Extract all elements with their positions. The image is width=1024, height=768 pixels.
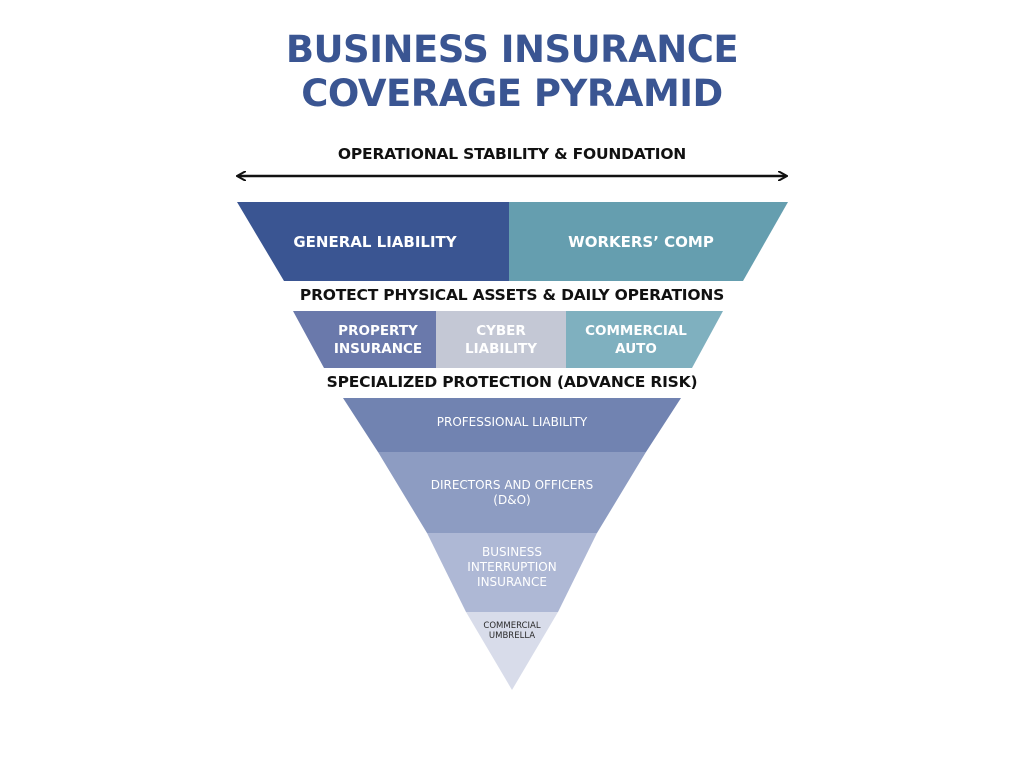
cyber-liability-label-line-1: CYBER bbox=[476, 322, 526, 339]
commercial-auto-label-line-2: AUTO bbox=[615, 340, 657, 357]
workers-comp-block bbox=[509, 202, 788, 281]
professional-liability-label: PROFESSIONAL LIABILITY bbox=[378, 398, 646, 446]
business-interruption-label-line-3: INSURANCE bbox=[477, 574, 547, 589]
general-liability-block bbox=[237, 202, 509, 281]
cyber-liability-block bbox=[436, 311, 566, 368]
diagram-title: BUSINESS INSURANCE COVERAGE PYRAMID bbox=[0, 28, 1024, 116]
professional-liability-label-line-1: PROFESSIONAL LIABILITY bbox=[436, 415, 588, 429]
commercial-umbrella-block bbox=[466, 612, 558, 690]
business-interruption-label: BUSINESS INTERRUPTION INSURANCE bbox=[440, 540, 584, 594]
tier-2-heading: PROTECT PHYSICAL ASSETS & DAILY OPERATIO… bbox=[299, 286, 725, 304]
business-interruption-block bbox=[427, 533, 597, 612]
directors-officers-label-line-2: (D&O) bbox=[493, 493, 531, 507]
professional-liability-block bbox=[343, 398, 681, 452]
workers-comp-label: WORKERS’ COMP bbox=[568, 232, 714, 251]
tier-1-heading: OPERATIONAL STABILITY & FOUNDATION bbox=[337, 145, 687, 163]
title-line-1: BUSINESS INSURANCE bbox=[285, 28, 739, 71]
business-interruption-label-line-1: BUSINESS bbox=[482, 544, 542, 559]
commercial-auto-label-line-1: COMMERCIAL bbox=[585, 322, 687, 339]
general-liability-label: GENERAL LIABILITY bbox=[293, 232, 457, 251]
property-insurance-block bbox=[293, 311, 436, 368]
cyber-liability-label-line-2: LIABILITY bbox=[465, 340, 537, 357]
commercial-auto-block bbox=[566, 311, 723, 368]
tier-3-heading: SPECIALIZED PROTECTION (ADVANCE RISK) bbox=[326, 373, 698, 391]
cyber-liability-label: CYBER LIABILITY bbox=[436, 311, 566, 368]
directors-officers-label-line-1: DIRECTORS AND OFFICERS bbox=[430, 478, 594, 492]
commercial-auto-label: COMMERCIAL AUTO bbox=[566, 311, 706, 368]
property-insurance-label: PROPERTY INSURANCE bbox=[322, 311, 434, 368]
commercial-umbrella-label-line-2: UMBRELLA bbox=[488, 631, 536, 641]
title-line-2: COVERAGE PYRAMID bbox=[301, 72, 723, 115]
directors-officers-block bbox=[378, 452, 646, 533]
business-interruption-label-line-2: INTERRUPTION bbox=[467, 559, 557, 574]
commercial-umbrella-label: COMMERCIAL UMBRELLA bbox=[466, 616, 558, 646]
commercial-umbrella-label-line-1: COMMERCIAL bbox=[483, 621, 541, 631]
property-insurance-label-line-2: INSURANCE bbox=[333, 340, 423, 357]
property-insurance-label-line-1: PROPERTY bbox=[338, 322, 418, 339]
directors-officers-label: DIRECTORS AND OFFICERS (D&O) bbox=[410, 466, 614, 520]
